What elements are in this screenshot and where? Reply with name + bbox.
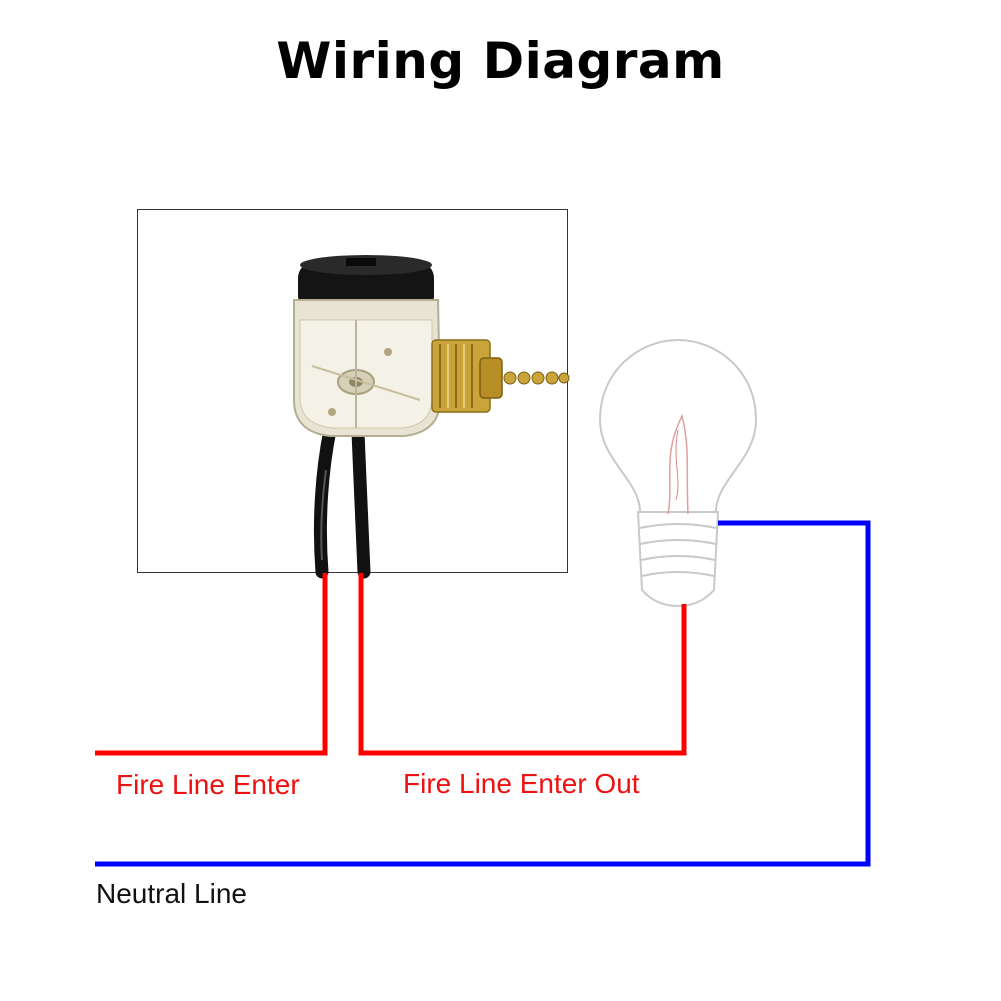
neutral-line-wire <box>95 520 871 867</box>
fire-line-enter-wire <box>95 573 328 756</box>
diagram-title: Wiring Diagram <box>276 32 725 90</box>
pull-chain-switch-icon <box>293 255 570 579</box>
neutral-line-label: Neutral Line <box>96 878 247 909</box>
fire-line-out-wire <box>358 573 687 756</box>
light-bulb-icon <box>598 338 758 608</box>
fire-line-out-label: Fire Line Enter Out <box>403 768 640 799</box>
fire-line-enter-label: Fire Line Enter <box>116 769 300 800</box>
